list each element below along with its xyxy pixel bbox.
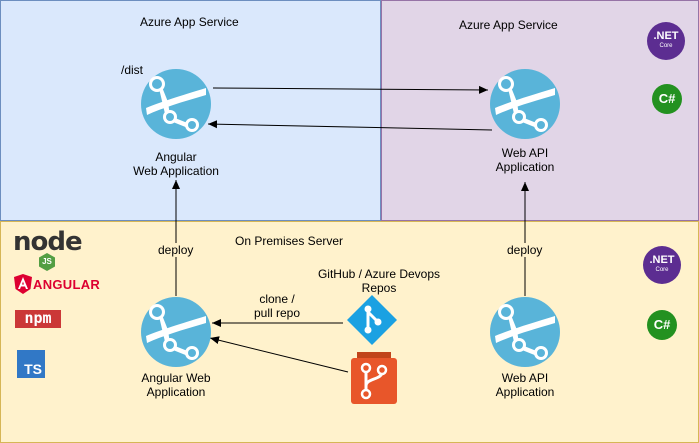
azure-repos-icon <box>351 352 397 404</box>
angular-logo-icon: ANGULAR <box>14 274 100 296</box>
typescript-logo-icon: TS <box>17 350 45 378</box>
csharp-logo-icon: C# <box>652 84 682 114</box>
edge-devops-to-angular <box>209 336 349 373</box>
onprem-label: On Premises Server <box>235 234 344 248</box>
on-premises-server-region <box>0 221 699 443</box>
clone-pull-label: clone /pull repo <box>253 292 301 320</box>
azure-app-service-icon <box>490 69 560 139</box>
azure-app-service-icon <box>141 69 211 139</box>
dist-path-label: /dist <box>121 63 144 77</box>
deploy-left-label: deploy <box>156 243 196 257</box>
nodejs-logo-icon: node JS <box>13 228 83 272</box>
azure-app-service-icon <box>490 297 560 367</box>
azure-right-label: Azure App Service <box>459 18 558 32</box>
azure-left-label: Azure App Service <box>140 15 239 29</box>
azure-app-service-icon <box>141 297 211 367</box>
git-repo-icon <box>347 295 397 345</box>
edge-angular-to-webapi <box>212 85 489 94</box>
edge-webapi-to-angular <box>207 120 493 131</box>
dotnet-core-logo-icon: .NET Core <box>643 246 681 284</box>
npm-logo-icon: npm <box>15 310 61 328</box>
csharp-logo-icon: C# <box>647 310 677 340</box>
dotnet-core-logo-icon: .NET Core <box>647 22 685 60</box>
deploy-right-label: deploy <box>505 243 545 257</box>
